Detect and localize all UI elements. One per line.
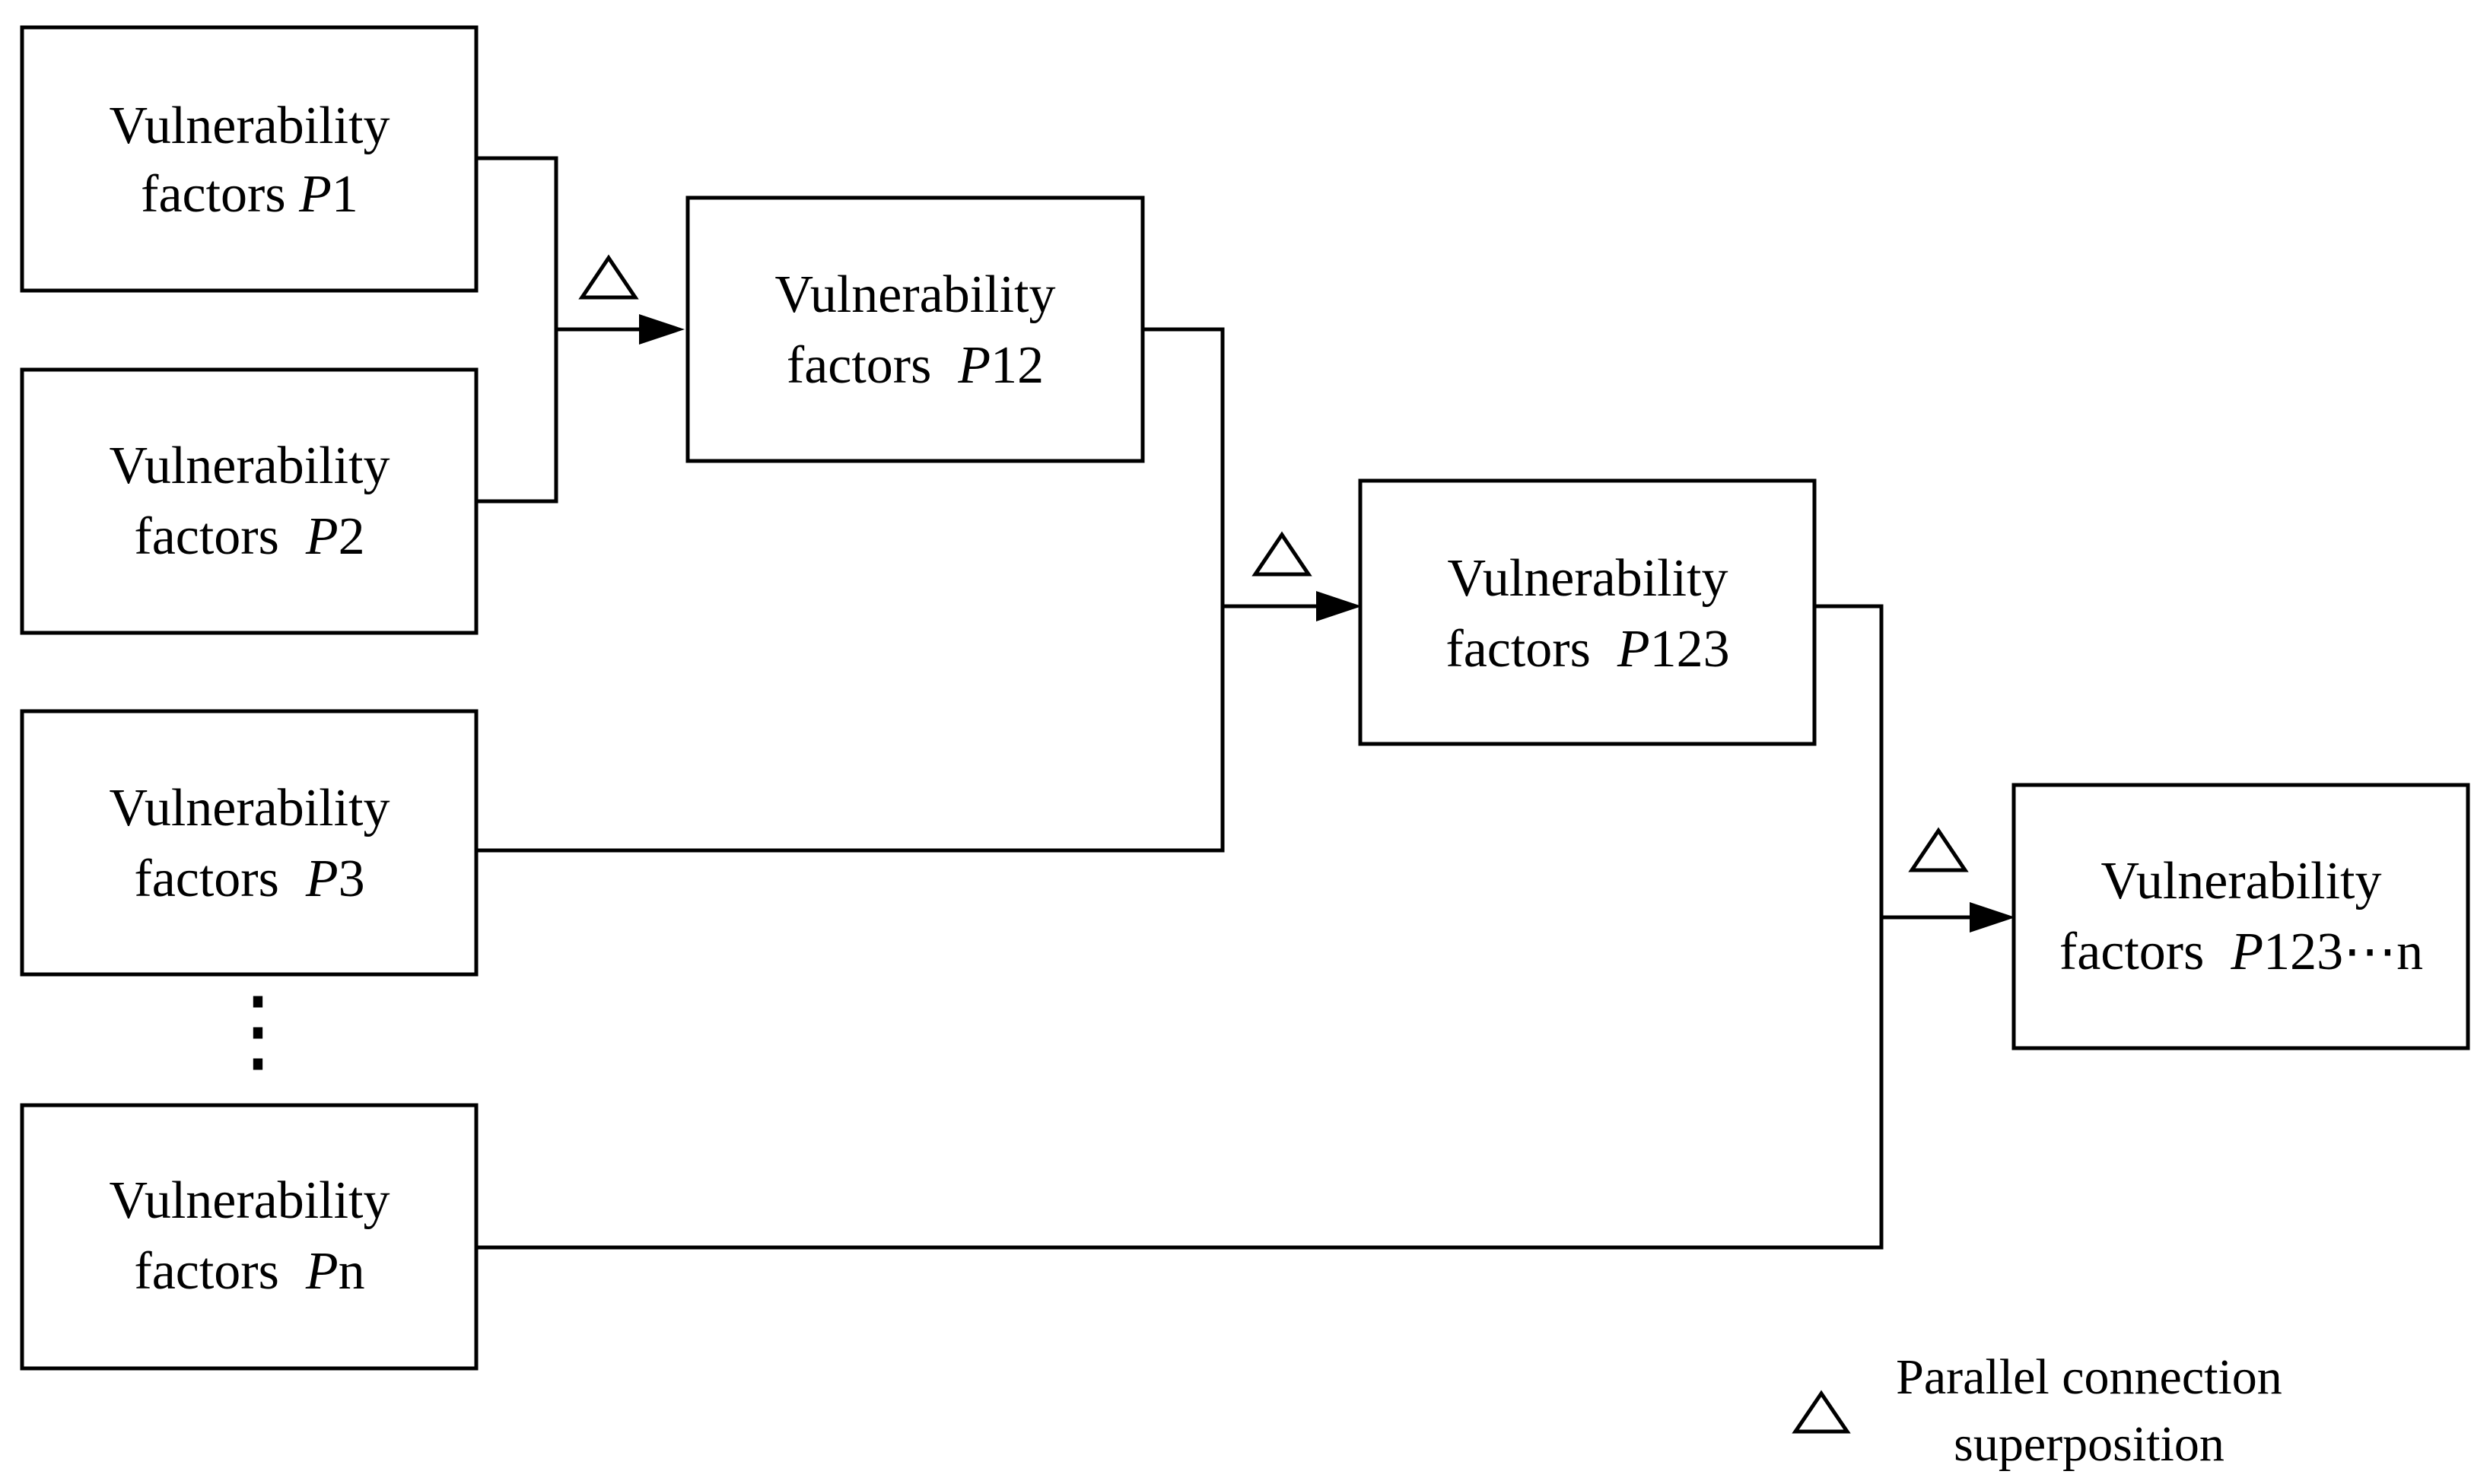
box-p123-line2: factors P123	[1445, 620, 1729, 678]
box-p1-line1: Vulnerability	[109, 97, 390, 155]
connectors	[476, 156, 2015, 1250]
connector-p123	[1814, 604, 1884, 917]
triangle-icon	[1251, 531, 1312, 577]
box-p123-line1: Vulnerability	[1447, 549, 1728, 608]
box-p3-line2: factors P3	[134, 850, 364, 908]
box-p1-line2: factors P1	[141, 165, 358, 224]
box-p12-line1: Vulnerability	[774, 265, 1055, 324]
box-p123: Vulnerability factors P123	[1358, 478, 1817, 746]
box-p123n-line2: factors P123⋯n	[2059, 923, 2423, 981]
arrowhead-p12	[639, 314, 685, 345]
legend-line2: superposition	[1954, 1416, 2224, 1472]
box-p12: Vulnerability factors P12	[685, 195, 1145, 463]
arrowhead-p123n	[1970, 902, 2015, 933]
box-p2-line2: factors P2	[134, 507, 364, 566]
arrowhead-p123	[1316, 591, 1362, 621]
box-p123n: Vulnerability factors P123⋯n	[2011, 783, 2470, 1050]
triangle-icon	[1908, 827, 1969, 872]
connector-p1	[476, 156, 558, 329]
box-p3: Vulnerability factors P3	[20, 709, 479, 977]
box-p12-line2: factors P12	[787, 336, 1044, 395]
box-p1: Vulnerability factors P1	[20, 25, 479, 293]
connector-pn	[476, 917, 1884, 1250]
box-p123n-line1: Vulnerability	[2100, 852, 2381, 910]
connector-p12	[1143, 327, 1225, 606]
box-p3-line1: Vulnerability	[109, 779, 390, 837]
superposition-markers	[578, 254, 1969, 872]
legend-line1: Parallel connection	[1896, 1349, 2282, 1405]
box-p2: Vulnerability factors P2	[20, 367, 479, 635]
connector-p3	[476, 606, 1225, 853]
legend-triangle-icon	[1792, 1390, 1851, 1434]
box-p2-line1: Vulnerability	[109, 437, 390, 495]
box-pn-line2: factors Pn	[134, 1242, 364, 1301]
box-pn-line1: Vulnerability	[109, 1171, 390, 1230]
connector-p2	[476, 329, 558, 504]
vertical-ellipsis: ⋮	[212, 980, 304, 1081]
legend: Parallel connection superposition	[1792, 1349, 2282, 1472]
box-pn: Vulnerability factors Pn	[20, 1103, 479, 1371]
triangle-icon	[578, 254, 639, 300]
